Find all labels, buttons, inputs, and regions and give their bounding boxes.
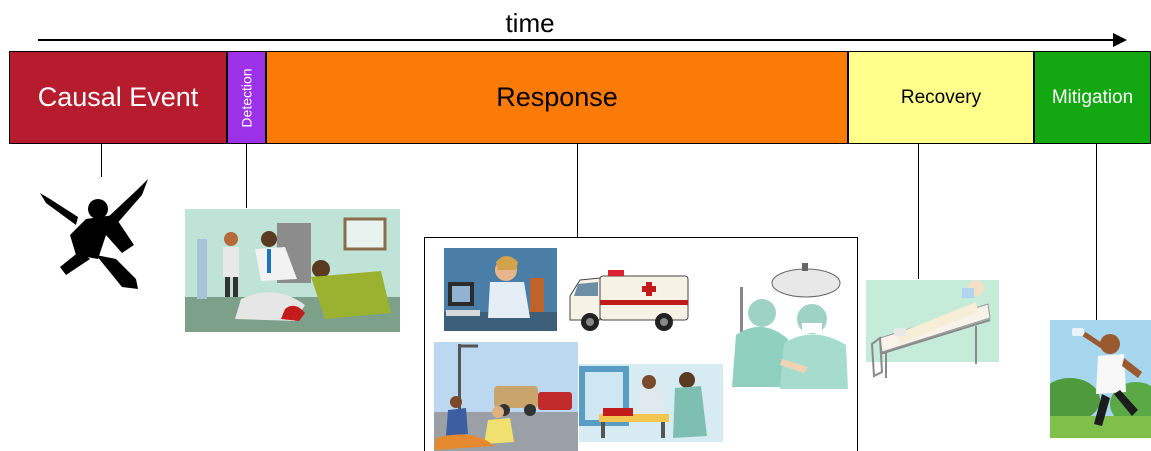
connector-detection [246,144,247,208]
phase-mitigation-label: Mitigation [1051,86,1134,108]
phase-recovery-label: Recovery [900,86,982,108]
connector-causal [101,144,102,177]
phase-response-label: Response [496,82,618,112]
ambulance-icon [566,266,692,336]
dispatcher-icon [444,248,557,331]
connector-recovery [918,144,919,279]
connector-mitigation [1096,144,1097,321]
phase-detection-label: Detection [238,67,255,128]
time-axis-label: time [505,8,555,38]
phase-recovery: Recovery [848,51,1034,144]
hospital-bed-icon [866,268,999,382]
surgeons-icon [722,263,850,393]
first-aid-scene-icon [185,209,400,332]
phase-mitigation: Mitigation [1034,51,1151,144]
phase-causal-event-label: Causal Event [37,82,199,112]
accident-scene-icon [434,342,578,451]
phase-response: Response [266,51,848,144]
stretcher-icon [579,364,723,442]
phase-detection: Detection [227,51,266,144]
runner-icon [1050,320,1151,438]
falling-person-icon [36,175,166,293]
time-axis-arrowhead [1113,33,1127,47]
phase-causal-event: Causal Event [9,51,227,144]
time-axis-line [38,39,1120,41]
connector-response [577,144,578,238]
